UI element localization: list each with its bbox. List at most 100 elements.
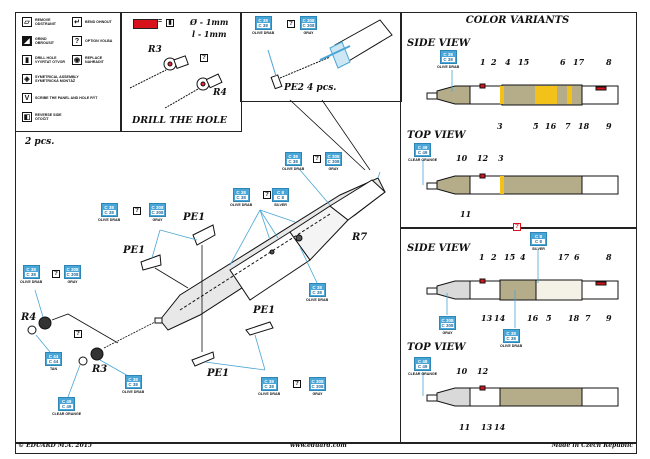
- callout: 11: [460, 209, 472, 219]
- callout: 17: [573, 57, 585, 67]
- pe2-label: PE2 4 pcs.: [284, 83, 337, 93]
- legend-remove: ▱REMOVE ODSTRANIT: [22, 17, 63, 27]
- legend-box: [15, 12, 122, 132]
- callout: 5: [546, 313, 552, 323]
- drill-length: l - 1mm: [192, 29, 227, 39]
- callout: 3: [498, 153, 504, 163]
- legend-reverse: ◧REVERSE SIDE OTOČIT: [22, 112, 62, 122]
- part-pe1-label: PE1: [253, 305, 276, 316]
- drill-title: DRILL THE HOLE: [132, 115, 228, 126]
- pe2-box: [240, 12, 402, 102]
- part-pe1-label: PE1: [207, 368, 230, 379]
- grind-icon: ◢: [22, 36, 32, 46]
- callout: 1: [479, 252, 485, 262]
- callout: 11: [459, 422, 471, 432]
- part-r4-label: R4: [213, 88, 227, 98]
- callout: 9: [606, 313, 612, 323]
- callout: 3: [497, 121, 503, 131]
- scribe-icon: V: [22, 93, 32, 103]
- callout: 4: [505, 57, 511, 67]
- callout: 17: [558, 252, 570, 262]
- callout: 8: [606, 252, 612, 262]
- callout: 16: [527, 313, 539, 323]
- option-icon: ?: [287, 20, 295, 28]
- option-icon: ?: [313, 155, 321, 163]
- pe1-parts: [140, 224, 274, 367]
- part-pe1-label: PE1: [123, 245, 146, 256]
- top-view-heading: TOP VIEW: [407, 342, 466, 353]
- reverse-side-icon: ◧: [22, 112, 32, 122]
- callout: 7: [585, 313, 591, 323]
- option-icon: ?: [52, 270, 60, 278]
- callout: 16: [545, 121, 557, 131]
- color-leader-lines: [34, 169, 381, 398]
- variant-2-top-view: [426, 385, 619, 407]
- callout: 10: [456, 366, 468, 376]
- callout: 15: [518, 57, 530, 67]
- equals-sign: =: [158, 18, 163, 25]
- r3-part-drawing: [129, 55, 189, 89]
- drill-hole-icon: ▮: [22, 55, 32, 65]
- variant-1-top-view: [426, 173, 619, 195]
- bend-icon: ↵: [72, 17, 82, 27]
- callout: 15: [504, 252, 516, 262]
- footer-origin: Made in Czech Republic: [551, 442, 633, 449]
- part-r4-label: R4: [21, 312, 37, 323]
- side-view-heading: SIDE VIEW: [407, 243, 470, 254]
- symmetrical-assembly-icon: ◈: [22, 74, 32, 84]
- red-marker: [133, 19, 158, 29]
- callout: 12: [477, 366, 489, 376]
- callout: 6: [560, 57, 566, 67]
- callout: 4: [520, 252, 526, 262]
- callout: 9: [606, 121, 612, 131]
- part-r3-label: R3: [148, 45, 162, 55]
- option-icon: ?: [133, 207, 141, 215]
- part-r7-label: R7: [352, 232, 368, 243]
- callout: 12: [477, 153, 489, 163]
- callout: 14: [494, 422, 506, 432]
- callout: 6: [574, 252, 580, 262]
- missile-drawing: [154, 177, 386, 331]
- callout: 14: [494, 313, 506, 323]
- r3-r4-drawing: [27, 313, 156, 366]
- option-icon: ?: [513, 223, 521, 231]
- r4-part-drawing: [164, 73, 223, 109]
- variant-leader-lines: [422, 70, 539, 396]
- variant-1-side-view: [426, 83, 619, 106]
- legend-replace: ◉REPLACE NAHRADIT: [72, 55, 104, 65]
- drill-hole-icon: ▮: [166, 19, 174, 27]
- callout: 18: [568, 313, 580, 323]
- footer-website[interactable]: www.eduard.com: [290, 442, 347, 449]
- callout: 2: [491, 252, 497, 262]
- callout: 18: [578, 121, 590, 131]
- footer-copyright: © EDUARD M.A. 2015: [18, 442, 93, 449]
- option-icon: ?: [293, 380, 301, 388]
- remove-icon: ▱: [22, 17, 32, 27]
- quantity-label: 2 pcs.: [25, 137, 55, 147]
- part-r3-label: R3: [92, 364, 108, 375]
- callout: 8: [606, 57, 612, 67]
- legend-drill-hole: ▮DRILL HOLE VYVRTAT OTVOR: [22, 55, 67, 65]
- callout: 10: [456, 153, 468, 163]
- callout: 2: [491, 57, 497, 67]
- callout: 1: [480, 57, 486, 67]
- part-pe1-label: PE1: [183, 212, 206, 223]
- legend-bend: ↵BEND OHNOUT: [72, 17, 113, 27]
